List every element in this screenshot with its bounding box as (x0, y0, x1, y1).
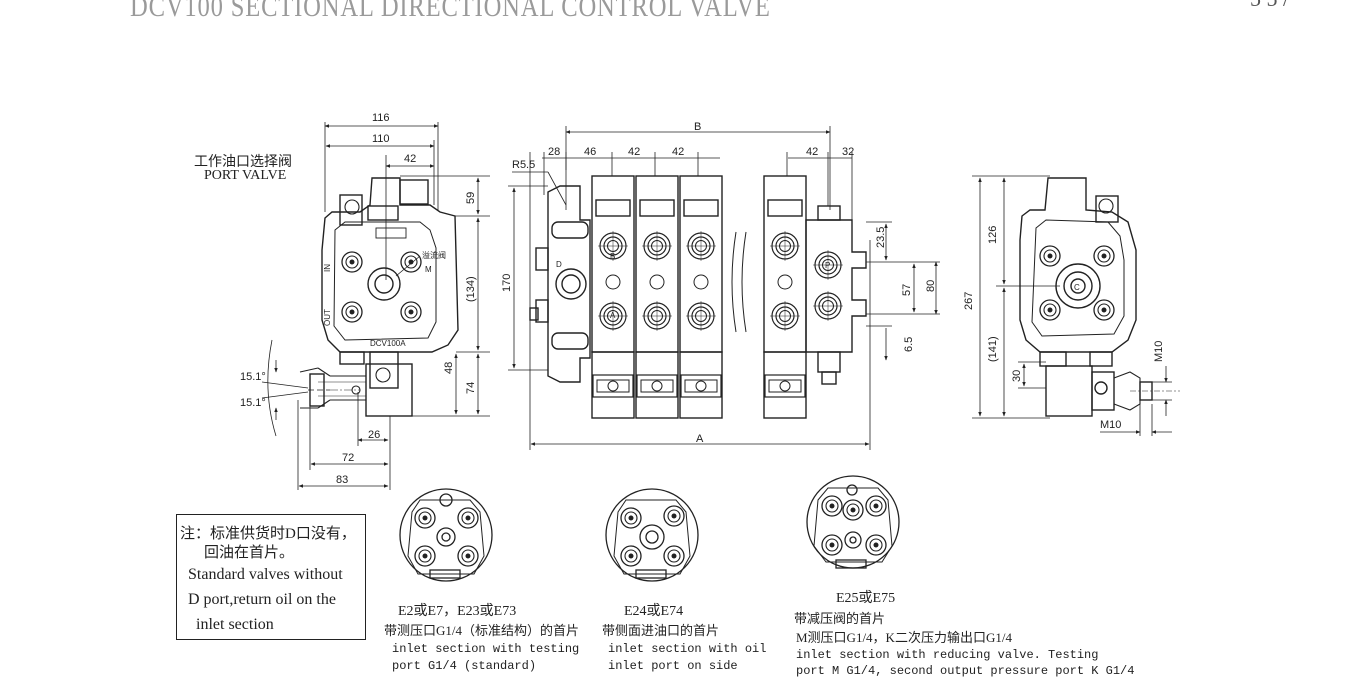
dim-30: 30 (1011, 370, 1023, 382)
bolt-icon (414, 545, 436, 567)
dim-r55: R5.5 (512, 159, 535, 171)
dim-42-b: 42 (672, 146, 684, 158)
page-title: DCV100 SECTIONAL DIRECTIONAL CONTROL VAL… (130, 0, 771, 23)
option-e2-en1: inlet section with testing (392, 642, 580, 656)
dim-42-a: 42 (628, 146, 640, 158)
bolt-icon (1039, 245, 1061, 267)
note-en-line1: Standard valves without (188, 566, 343, 583)
bolt-icon (663, 545, 685, 567)
bolt-icon (1093, 299, 1115, 321)
corner-mark: 5 5 / (1250, 0, 1289, 12)
bolt-icon (865, 534, 887, 556)
dim-m10-horizontal: M10 (1100, 419, 1121, 431)
dim-a: A (696, 433, 704, 445)
dim-126: 126 (987, 226, 999, 244)
bolt-icon (620, 507, 642, 529)
option-e25-en2: port M G1/4, second output pressure port… (796, 664, 1135, 678)
bolt-icon (821, 495, 843, 517)
b-port-label: B (610, 252, 615, 261)
dim-6-5: 6.5 (903, 337, 915, 352)
dim-32: 32 (842, 146, 854, 158)
p-port-label: P (825, 261, 830, 270)
option-e24-zh: 带侧面进油口的首片 (602, 623, 720, 638)
relief-label: 溢流阀 (422, 250, 446, 260)
dim-42: 42 (404, 153, 416, 165)
note-en-line3: inlet section (196, 616, 274, 633)
front-ports (592, 230, 844, 398)
bolt-icon (457, 507, 479, 529)
dim-170: 170 (501, 274, 513, 292)
bolt-icon (663, 505, 685, 527)
option-e25-en1: inlet section with reducing valve. Testi… (796, 648, 1099, 662)
dim-83: 83 (336, 474, 348, 486)
bolt-icon (400, 251, 422, 273)
option-e25-zh2: M测压口G1/4，K二次压力输出口G1/4 (796, 630, 1012, 645)
left-dimension-lines (261, 122, 490, 490)
out-label: OUT (323, 309, 332, 326)
dim-74: 74 (465, 382, 477, 394)
dim-59: 59 (465, 192, 477, 204)
valve-name-label: DCV100A (370, 339, 406, 348)
dim-angle-top: 15.1° (240, 371, 266, 383)
note-box (176, 514, 366, 640)
dim-26: 26 (368, 429, 380, 441)
bolt-icon (400, 301, 422, 323)
port-valve-label-en: PORT VALVE (204, 168, 287, 183)
dim-b: B (694, 121, 701, 133)
bolt-icon (341, 251, 363, 273)
bolt-icon (821, 534, 843, 556)
dim-80: 80 (925, 280, 937, 292)
dim-116: 116 (372, 112, 390, 124)
bolt-icon (1039, 299, 1061, 321)
bolt-icon (865, 495, 887, 517)
dim-28: 28 (548, 146, 560, 158)
m-port-label: M (425, 265, 432, 274)
dim-23-5: 23.5 (875, 227, 887, 248)
dim-110: 110 (372, 133, 390, 145)
right-dimension-lines (972, 175, 1180, 436)
dim-72: 72 (342, 452, 354, 464)
c-port-label: C (1074, 283, 1080, 292)
option-e24-code: E24或E74 (624, 604, 684, 619)
in-label: IN (323, 264, 332, 272)
dim-m10-vertical: M10 (1153, 341, 1165, 362)
option-e25-code: E25或E75 (836, 591, 896, 606)
dim-angle-bottom: 15.1° (240, 397, 266, 409)
bolt-icon (1093, 245, 1115, 267)
side-view-right (1019, 177, 1153, 417)
dim-42-c: 42 (806, 146, 818, 158)
bolt-icon (414, 507, 436, 529)
front-dimension-lines (508, 126, 940, 450)
port-valve-label-zh: 工作油口选择阀 (194, 155, 292, 170)
bolt-icon (457, 545, 479, 567)
option-e2-zh: 带测压口G1/4（标准结构）的首片 (384, 623, 580, 638)
note-zh-line1: 注：标准供货时D口没有， (180, 526, 356, 542)
dim-57: 57 (901, 284, 913, 296)
option-e2-code: E2或E7，E23或E73 (398, 604, 517, 619)
option-e25-zh: 带减压阀的首片 (794, 611, 886, 626)
dim-267: 267 (963, 292, 975, 310)
dim-46: 46 (584, 146, 596, 158)
option-e24-en2: inlet port on side (608, 659, 738, 673)
option-view-e24 (605, 488, 699, 582)
dim-141: (141) (987, 336, 999, 362)
option-view-e2 (399, 488, 493, 582)
option-e2-en2: port G1/4 (standard) (392, 659, 537, 673)
option-e24-en1: inlet section with oil (608, 642, 767, 656)
note-zh-line2: 回油在首片。 (204, 545, 295, 561)
front-view (529, 175, 867, 419)
bolt-icon (620, 545, 642, 567)
dim-48: 48 (443, 362, 455, 374)
bolt-icon (341, 301, 363, 323)
a-port-label: A (610, 311, 616, 320)
bolt-icon (842, 499, 864, 521)
option-view-e25 (806, 475, 900, 569)
note-en-line2: D port,return oil on the (188, 591, 336, 608)
d-port-label: D (556, 260, 562, 269)
dim-134: (134) (465, 276, 477, 302)
